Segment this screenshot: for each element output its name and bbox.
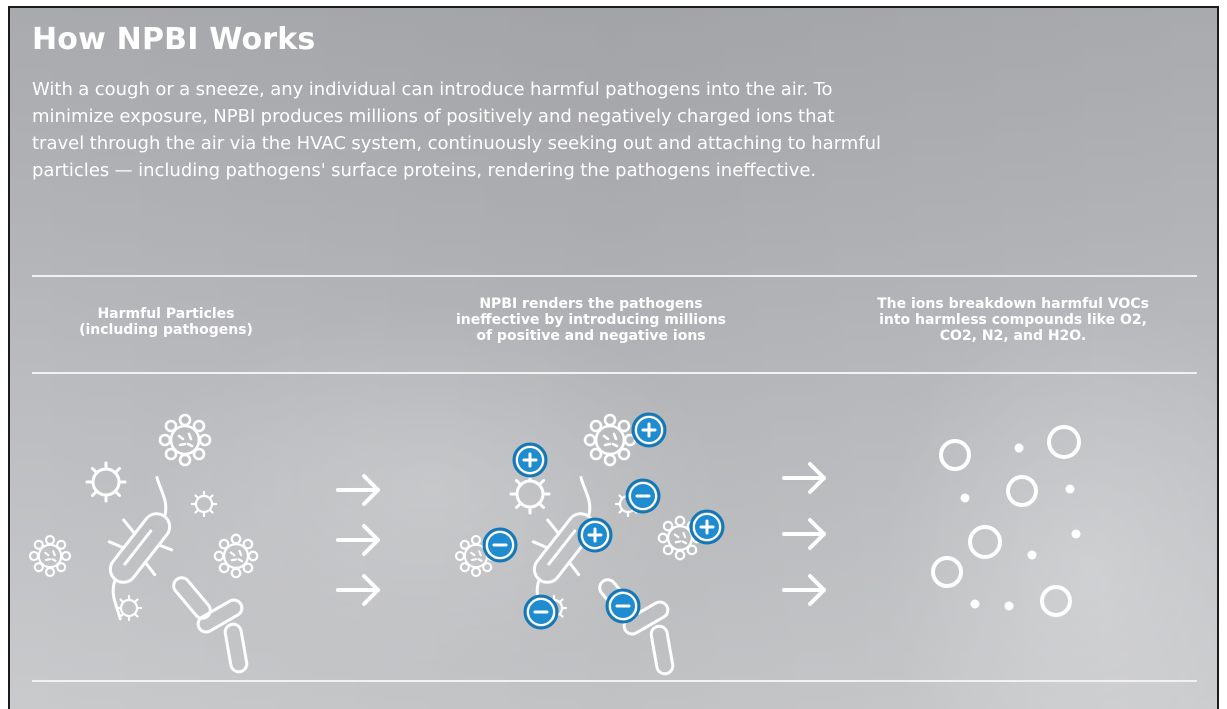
arrow-right-icon bbox=[782, 518, 826, 550]
harmless-compounds-illustration bbox=[931, 425, 1081, 617]
intro-paragraph: With a cough or a sneeze, any individual… bbox=[32, 76, 1142, 184]
step-3-label: The ions breakdown harmful VOCs into har… bbox=[838, 296, 1188, 344]
harmless-compound-icon bbox=[968, 525, 1002, 559]
negative-ion-icon bbox=[605, 588, 641, 624]
step-3-line: CO2, N2, and H2O. bbox=[939, 328, 1087, 344]
virus-icon bbox=[190, 490, 218, 518]
virus-icon bbox=[158, 413, 212, 467]
molecule-dot-icon bbox=[1014, 443, 1024, 453]
process-illustration bbox=[28, 412, 1081, 677]
negative-ion-icon bbox=[625, 478, 661, 514]
molecule-dot-icon bbox=[1065, 484, 1075, 494]
molecule-dot-icon bbox=[1027, 550, 1037, 560]
bacterium-icon bbox=[72, 476, 205, 621]
step-1-line: Harmful Particles bbox=[97, 306, 235, 322]
step-1-line: (including pathogens) bbox=[79, 322, 253, 338]
molecule-dot-icon bbox=[960, 493, 970, 503]
virus-icon bbox=[509, 473, 551, 515]
arrow-right-icon bbox=[782, 574, 826, 606]
intro-line: travel through the air via the HVAC syst… bbox=[32, 133, 882, 154]
intro-line: minimize exposure, NPBI produces million… bbox=[32, 106, 835, 127]
page-title: How NPBI Works bbox=[32, 22, 316, 57]
divider-bottom bbox=[32, 680, 1197, 682]
rod-bacterium-icon bbox=[594, 574, 676, 677]
intro-line: With a cough or a sneeze, any individual… bbox=[32, 79, 833, 100]
infographic-card: How NPBI Works With a cough or a sneeze,… bbox=[8, 6, 1219, 709]
divider-top bbox=[32, 275, 1197, 277]
step-2-line: ineffective by introducing millions bbox=[455, 312, 727, 328]
virus-icon bbox=[213, 533, 259, 579]
molecule-dot-icon bbox=[1004, 601, 1014, 611]
harmless-compound-icon bbox=[1040, 585, 1072, 617]
harmless-compound-icon bbox=[931, 556, 963, 588]
molecule-dot-icon bbox=[970, 599, 980, 609]
positive-ion-icon bbox=[689, 509, 725, 545]
step-1-arrows bbox=[336, 474, 380, 606]
positive-ion-icon bbox=[577, 517, 613, 553]
virus-icon bbox=[85, 461, 127, 503]
harmless-compound-icon bbox=[1006, 475, 1038, 507]
harmless-compound-icon bbox=[939, 439, 971, 471]
step-2-arrows bbox=[782, 462, 826, 606]
rod-bacterium-icon bbox=[168, 572, 250, 675]
arrow-right-icon bbox=[336, 524, 380, 556]
step-2-label: NPBI renders the pathogens ineffective b… bbox=[406, 296, 776, 344]
divider-middle bbox=[32, 372, 1197, 374]
arrow-right-icon bbox=[336, 574, 380, 606]
virus-icon bbox=[583, 413, 637, 467]
virus-icon bbox=[28, 534, 72, 578]
harmful-particles-illustration bbox=[28, 413, 259, 675]
arrow-right-icon bbox=[782, 462, 826, 494]
ionized-particles-illustration bbox=[454, 412, 725, 677]
intro-line: particles — including pathogens' surface… bbox=[32, 160, 817, 181]
step-2-line: of positive and negative ions bbox=[476, 328, 706, 344]
molecule-dot-icon bbox=[1071, 529, 1081, 539]
harmless-compound-icon bbox=[1047, 425, 1081, 459]
step-2-line: NPBI renders the pathogens bbox=[479, 296, 703, 312]
step-1-label: Harmful Particles (including pathogens) bbox=[46, 306, 286, 338]
positive-ion-icon bbox=[631, 412, 667, 448]
step-3-line: into harmless compounds like O2, bbox=[879, 312, 1147, 328]
negative-ion-icon bbox=[523, 594, 559, 630]
arrow-right-icon bbox=[336, 474, 380, 506]
step-3-line: The ions breakdown harmful VOCs bbox=[877, 296, 1149, 312]
positive-ion-icon bbox=[512, 442, 548, 478]
negative-ion-icon bbox=[482, 527, 518, 563]
